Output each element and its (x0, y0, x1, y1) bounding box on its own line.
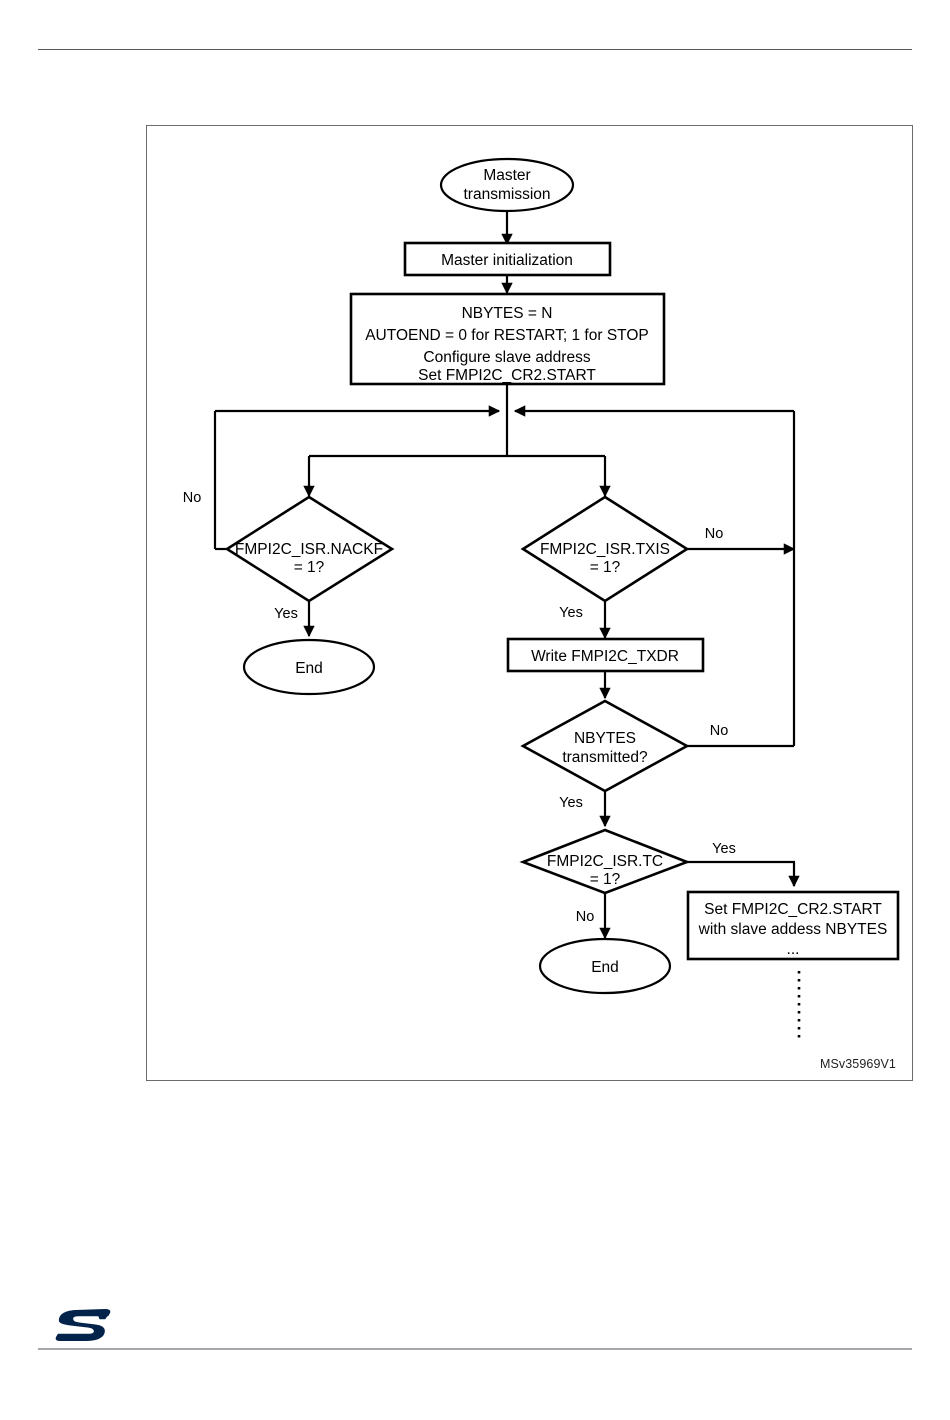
node-setup-line4: Set FMPI2C_CR2.START (418, 367, 596, 384)
node-txis-line2: = 1? (590, 559, 621, 576)
edge-label-nackf-no: No (183, 490, 202, 506)
footer-divider (38, 1348, 912, 1350)
edge-label-txis-yes: Yes (559, 605, 583, 621)
node-restart-line3: ... (787, 941, 800, 958)
node-tc-diamond (519, 828, 691, 895)
edge-label-tc-yes: Yes (712, 841, 736, 857)
node-end-right-ellipse (538, 937, 672, 995)
node-write-txdr-rect (506, 637, 705, 673)
node-start-line1: Master (483, 167, 530, 184)
edge-label-nackf-yes: Yes (274, 606, 298, 622)
node-setup-line2: AUTOEND = 0 for RESTART; 1 for STOP (365, 327, 649, 344)
node-nackf-line2: = 1? (294, 559, 325, 576)
node-nackf-diamond (224, 495, 395, 603)
edge-label-nbytes-no: No (710, 723, 729, 739)
node-init-rect (403, 241, 612, 277)
figure-frame: Master transmission Master initializatio… (146, 125, 913, 1081)
node-restart-line2: with slave addess NBYTES (698, 921, 888, 938)
node-setup-line3: Configure slave address (423, 349, 590, 366)
node-restart-line1: Set FMPI2C_CR2.START (704, 901, 882, 918)
node-nackf-line1: FMPI2C_ISR.NACKF (235, 541, 383, 558)
node-nbytes-diamond (520, 699, 690, 793)
edge-label-nbytes-yes: Yes (559, 795, 583, 811)
node-tc-line1: FMPI2C_ISR.TC (547, 853, 663, 870)
edge-label-txis-no: No (705, 526, 724, 542)
node-end-right-label: End (591, 959, 619, 976)
node-start-ellipse (439, 157, 575, 213)
node-txis-line1: FMPI2C_ISR.TXIS (540, 541, 670, 558)
node-write-txdr-label: Write FMPI2C_TXDR (531, 648, 679, 665)
header-divider (38, 49, 912, 50)
st-logo (55, 1305, 113, 1345)
node-setup-rect (349, 292, 666, 386)
node-setup-line1: NBYTES = N (462, 305, 553, 322)
node-nbytes-line1: NBYTES (574, 730, 636, 747)
flowchart-diagram: Master transmission Master initializatio… (183, 157, 900, 1041)
node-restart-rect (686, 890, 900, 961)
node-txis-diamond (520, 495, 690, 603)
figure-id-label: MSv35969V1 (819, 1057, 896, 1071)
edge-tc-yes-to-restart (687, 860, 800, 888)
node-nbytes-line2: transmitted? (562, 749, 648, 766)
node-init-label: Master initialization (441, 252, 573, 269)
node-end-left-ellipse (242, 638, 376, 696)
node-start-line2: transmission (464, 186, 551, 203)
node-end-left-label: End (295, 660, 323, 677)
node-tc-line2: = 1? (590, 871, 621, 888)
edge-label-tc-no: No (576, 909, 595, 925)
